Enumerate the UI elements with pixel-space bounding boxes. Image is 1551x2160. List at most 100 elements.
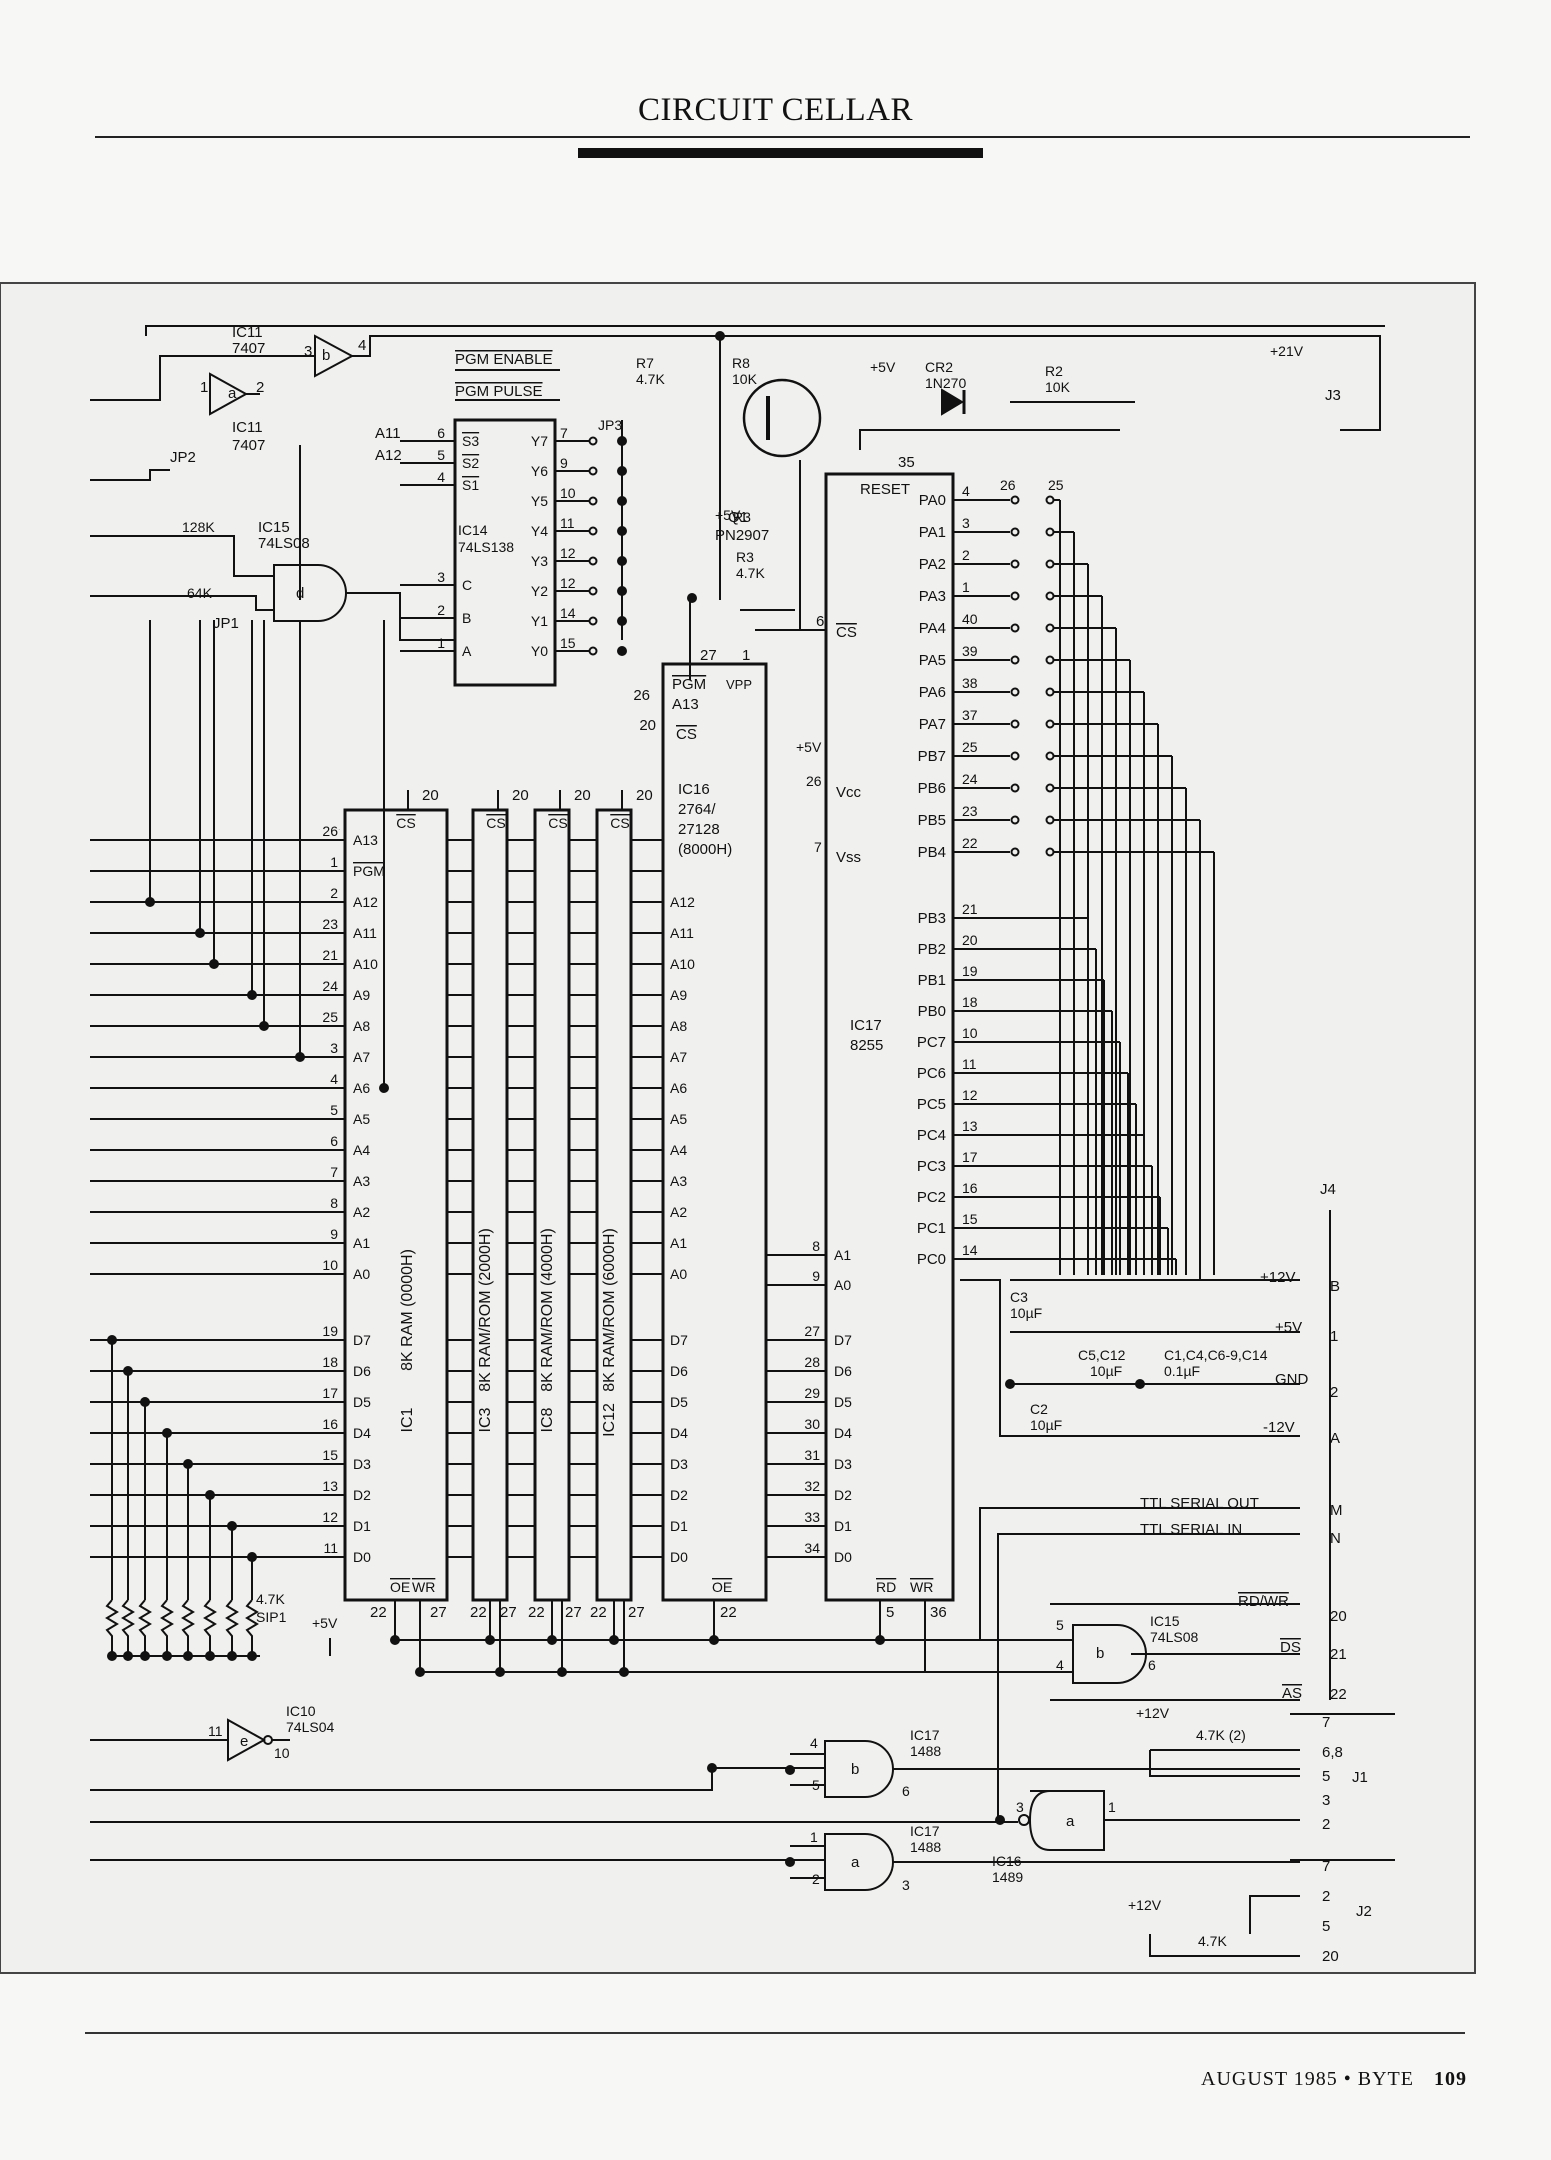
ic17-port-label: PB5 <box>918 812 946 829</box>
gnd-j4: GND <box>1275 1371 1309 1388</box>
ic8-description: 8K RAM/ROM (4000H) <box>539 1228 556 1392</box>
junction-dot <box>415 1667 425 1677</box>
sip-resistor <box>138 1599 152 1656</box>
ic17-port-pin: 37 <box>962 707 978 723</box>
junction-dot <box>1005 1379 1015 1389</box>
c5c12-value: 10µF <box>1090 1363 1122 1379</box>
jp-port-terminal2 <box>1045 847 1055 857</box>
ic17-port-label: PC2 <box>917 1189 946 1206</box>
ic17-port-label: PB7 <box>918 748 946 765</box>
ic1-pin-label: A8 <box>353 1018 370 1034</box>
jp-port-terminal <box>1010 783 1020 793</box>
jp-port-terminal2 <box>1045 687 1055 697</box>
mem-ctrl-pin: 22 <box>370 1604 387 1621</box>
ic16a-part: 1489 <box>992 1869 1023 1885</box>
ic16-name: IC16 <box>678 781 710 798</box>
j2-pin: 7 <box>1322 1858 1330 1875</box>
ic11b-gate: b <box>322 347 330 364</box>
r2-value: 10K <box>1045 379 1071 395</box>
ic16-pin-label: A6 <box>670 1080 687 1096</box>
ic17a-pin3: 3 <box>902 1877 910 1893</box>
ic17-port-pin: 23 <box>962 803 978 819</box>
ic17a-pin1: 1 <box>810 1829 818 1845</box>
addr-dot <box>295 1052 305 1062</box>
addr-dot <box>195 928 205 938</box>
ic14-input-pin: 2 <box>437 602 445 618</box>
ic3-description: 8K RAM/ROM (2000H) <box>477 1228 494 1392</box>
ic11b-buffer <box>314 334 355 378</box>
ic14-input-pin: 5 <box>437 447 445 463</box>
ic11b-pin4: 4 <box>358 337 366 354</box>
jp3-terminal <box>588 616 598 626</box>
j2-pin: 2 <box>1322 1888 1330 1905</box>
ic17-left-label: D0 <box>834 1549 852 1565</box>
ic16-pin-label: A8 <box>670 1018 687 1034</box>
ic14-input-label: B <box>462 610 471 626</box>
sip-value: 4.7K <box>256 1591 285 1607</box>
ic14-input-pin: 1 <box>437 635 445 651</box>
ic1-pin-label: A12 <box>353 894 378 910</box>
ic17-port-label: PB6 <box>918 780 946 797</box>
sip-dot <box>227 1521 237 1531</box>
jp3-terminal <box>588 526 598 536</box>
mem-ctrl-pin: 27 <box>430 1604 447 1621</box>
ic11b-name: IC11 <box>232 324 263 341</box>
r2-label: R2 <box>1045 363 1063 379</box>
jp-port-terminal2 <box>1045 815 1055 825</box>
mem-cs-pin: 20 <box>574 787 591 804</box>
j1-pin: 2 <box>1322 1816 1330 1833</box>
ic11a-gate: a <box>228 385 237 402</box>
ic11a-buffer <box>209 372 249 416</box>
ic1-pin-label: D2 <box>353 1487 371 1503</box>
r3-label2: R3 <box>736 549 754 565</box>
ic14-input-pin: 3 <box>437 569 445 585</box>
ic17a-gate: a <box>851 1854 860 1871</box>
jp-port-terminal <box>1010 495 1020 505</box>
ic1-pin-label: D7 <box>353 1332 371 1348</box>
ic17-port-pin: 10 <box>962 1025 978 1041</box>
ic1-pin-number: 25 <box>322 1009 338 1025</box>
j4-pin: M <box>1330 1502 1343 1519</box>
r3-value: 4.7K <box>736 565 765 581</box>
ic1-pin-number: 2 <box>330 885 338 901</box>
junction-dot <box>390 1635 400 1645</box>
sip-dot <box>162 1428 172 1438</box>
ic14-name: IC14 <box>458 522 488 538</box>
ic17-left-pin: 9 <box>812 1268 820 1284</box>
ic17-part: 8255 <box>850 1037 883 1054</box>
ic1-pin-label: A0 <box>353 1266 370 1282</box>
jp-port-terminal <box>1010 815 1020 825</box>
ic15b-name: IC15 <box>1150 1613 1180 1629</box>
ic16-pin-label: A2 <box>670 1204 687 1220</box>
top-loop <box>145 325 1385 336</box>
ic16-pin-label: A11 <box>670 925 694 941</box>
ic16-part: 27128 <box>678 821 720 838</box>
pgm-enable-label: PGM ENABLE <box>455 351 553 368</box>
ic17-port-label: PC0 <box>917 1251 946 1268</box>
ic14-output-label: Y4 <box>531 523 548 539</box>
ic11a-pin1: 1 <box>200 379 208 396</box>
addr-dot <box>145 897 155 907</box>
ic17-left-label: D4 <box>834 1425 852 1441</box>
jp-port-terminal2 <box>1045 655 1055 665</box>
plus5v-top: +5V <box>870 359 896 375</box>
junction-dot <box>609 1635 619 1645</box>
mem-cs-label: CS <box>610 815 629 831</box>
jp-top-26: 26 <box>1000 477 1016 493</box>
ic1-pin-label: A5 <box>353 1111 370 1127</box>
ic17-port-label: PC6 <box>917 1065 946 1082</box>
ic17-port-pin: 4 <box>962 483 970 499</box>
jp3-label: JP3 <box>598 417 622 433</box>
junction-dot <box>619 1667 629 1677</box>
junction-dot <box>107 1651 117 1661</box>
ic17-port-label: PA2 <box>919 556 946 573</box>
ic16-pin26: 26 <box>633 687 650 704</box>
jp-port-terminal <box>1010 559 1020 569</box>
ic17-port-pin: 39 <box>962 643 978 659</box>
ic10e-inverter <box>227 1718 267 1762</box>
ic16-pin20: 20 <box>639 717 656 734</box>
j1-pin: 3 <box>1322 1792 1330 1809</box>
addr-dot <box>379 1083 389 1093</box>
plus5v-j4: +5V <box>1275 1319 1302 1336</box>
